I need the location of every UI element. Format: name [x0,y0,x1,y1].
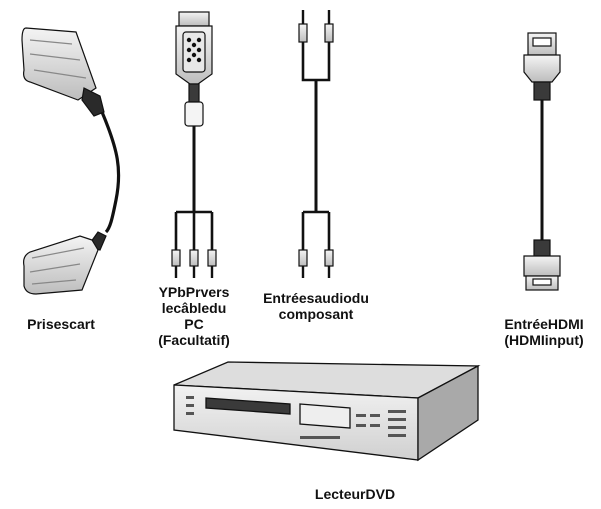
component-audio-label: Entréesaudiodu composant [263,290,369,322]
hdmi-cable-icon [523,32,561,291]
scart-cable-icon [21,27,121,295]
rca-audio-cable-icon [298,10,334,278]
scart-label: Prisescart [27,316,95,332]
hdmi-label: EntréeHDMI (HDMIinput) [504,316,584,348]
ypbpr-label: YPbPrvers lecâbledu PC (Facultatif) [158,284,230,348]
dvd-player-icon [173,361,481,462]
dvd-label: LecteurDVD [314,486,396,502]
vga-ypbpr-cable-icon [171,11,217,278]
